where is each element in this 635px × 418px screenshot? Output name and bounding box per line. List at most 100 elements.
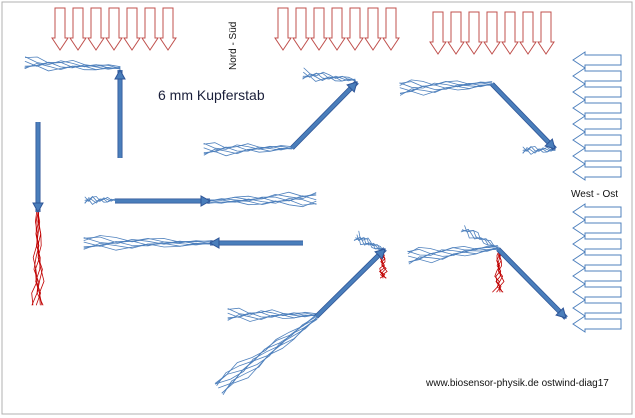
field-strand bbox=[24, 61, 121, 70]
wind-arrow-down bbox=[364, 7, 382, 51]
field-strand bbox=[203, 145, 293, 153]
wind-arrow-down bbox=[429, 11, 447, 55]
field-lines-rod3-top bbox=[399, 79, 493, 96]
field-strand bbox=[399, 83, 493, 95]
rod-7 bbox=[314, 247, 387, 319]
wind-arrow-down bbox=[346, 7, 364, 51]
wind-arrow-down bbox=[537, 11, 555, 55]
field-lines-rod5-right bbox=[207, 191, 317, 208]
wind-arrow-left bbox=[572, 251, 622, 269]
field-strand bbox=[83, 235, 213, 243]
rod-4 bbox=[32, 122, 44, 214]
wind-arrow-left bbox=[572, 299, 622, 317]
field-lines-rod5-left bbox=[84, 195, 116, 205]
rod-arrowhead bbox=[544, 138, 556, 150]
field-strand bbox=[203, 146, 293, 155]
wind-arrow-left bbox=[572, 267, 622, 285]
field-strand bbox=[84, 195, 116, 203]
rod-body bbox=[490, 82, 557, 151]
field-strand bbox=[302, 72, 356, 82]
field-lines-rod2-bottom bbox=[203, 142, 293, 157]
field-strand bbox=[83, 236, 213, 244]
wind-arrow-down bbox=[69, 7, 87, 51]
field-strand bbox=[399, 82, 493, 92]
field-strand bbox=[207, 199, 317, 206]
field-strand bbox=[399, 79, 493, 86]
rod-arrowhead bbox=[374, 248, 386, 260]
rod-1 bbox=[114, 68, 126, 158]
field-lines-rod7-top bbox=[353, 230, 384, 251]
wind-arrow-down bbox=[123, 7, 141, 51]
wind-arrow-down bbox=[310, 7, 328, 51]
field-strand bbox=[303, 71, 356, 81]
wind-arrow-down bbox=[465, 11, 483, 55]
field-strand bbox=[407, 248, 499, 260]
field-strand bbox=[83, 240, 213, 247]
field-strand bbox=[407, 244, 499, 254]
wind-arrow-left bbox=[572, 67, 622, 85]
wind-arrow-left bbox=[572, 235, 622, 253]
field-strand bbox=[84, 196, 116, 203]
rod-body bbox=[496, 247, 568, 320]
rod-6 bbox=[208, 237, 303, 249]
field-strand bbox=[207, 200, 317, 208]
rod-arrowhead bbox=[208, 237, 220, 249]
wind-arrow-down bbox=[141, 7, 159, 51]
wind-arrow-left bbox=[572, 203, 622, 221]
wind-arrow-left bbox=[572, 131, 622, 149]
rod-arrowhead bbox=[555, 307, 567, 319]
wind-arrow-down bbox=[274, 7, 292, 51]
wind-arrow-left bbox=[572, 51, 622, 69]
wind-arrow-down bbox=[519, 11, 537, 55]
material-label: 6 mm Kupferstab bbox=[158, 87, 265, 103]
rod-5 bbox=[115, 195, 212, 207]
field-strand bbox=[24, 56, 121, 68]
field-strand bbox=[83, 241, 213, 249]
field-lines-rod7-mid bbox=[227, 307, 317, 322]
wind-arrow-down bbox=[87, 7, 105, 51]
field-lines-rod2-top bbox=[302, 67, 356, 82]
wind-arrow-left bbox=[572, 83, 622, 101]
field-strand bbox=[35, 209, 43, 306]
field-strand bbox=[218, 318, 318, 389]
field-strand bbox=[215, 318, 317, 385]
field-strand bbox=[31, 209, 39, 306]
field-strand bbox=[492, 249, 501, 293]
wind-arrow-left bbox=[572, 283, 622, 301]
wind-arrow-down bbox=[51, 7, 69, 51]
field-strand bbox=[227, 312, 317, 320]
credit-label: www.biosensor-physik.de ostwind-diag17 bbox=[426, 378, 609, 389]
field-strand bbox=[34, 209, 42, 306]
field-strand bbox=[461, 229, 499, 248]
rod-body bbox=[290, 80, 359, 150]
field-strand bbox=[358, 230, 384, 251]
wind-arrow-down bbox=[105, 7, 123, 51]
field-strand bbox=[203, 142, 293, 149]
field-strand bbox=[464, 225, 499, 249]
rod-arrowhead bbox=[114, 68, 126, 80]
field-lines-rod8-upper bbox=[460, 225, 499, 249]
field-strand bbox=[522, 146, 556, 152]
field-lines-rod4 bbox=[31, 209, 45, 306]
wind-arrow-down bbox=[159, 7, 177, 51]
field-strand bbox=[214, 315, 316, 384]
copper-rods bbox=[32, 68, 568, 320]
wind-arrow-left bbox=[572, 99, 622, 117]
west-east-label: West - Ost bbox=[571, 189, 619, 200]
wind-arrow-left bbox=[572, 315, 622, 333]
wind-arrows-top bbox=[51, 7, 555, 55]
wind-arrow-down bbox=[483, 11, 501, 55]
field-strand bbox=[522, 145, 556, 153]
wind-arrow-down bbox=[292, 7, 310, 51]
field-lines-rod7-tail bbox=[214, 315, 318, 395]
field-strand bbox=[495, 249, 502, 293]
field-strand bbox=[24, 61, 121, 69]
wind-arrows-side bbox=[572, 51, 622, 333]
wind-arrow-left bbox=[572, 219, 622, 237]
field-lines bbox=[24, 56, 556, 395]
rod-body bbox=[314, 247, 387, 319]
field-strand bbox=[227, 307, 317, 315]
